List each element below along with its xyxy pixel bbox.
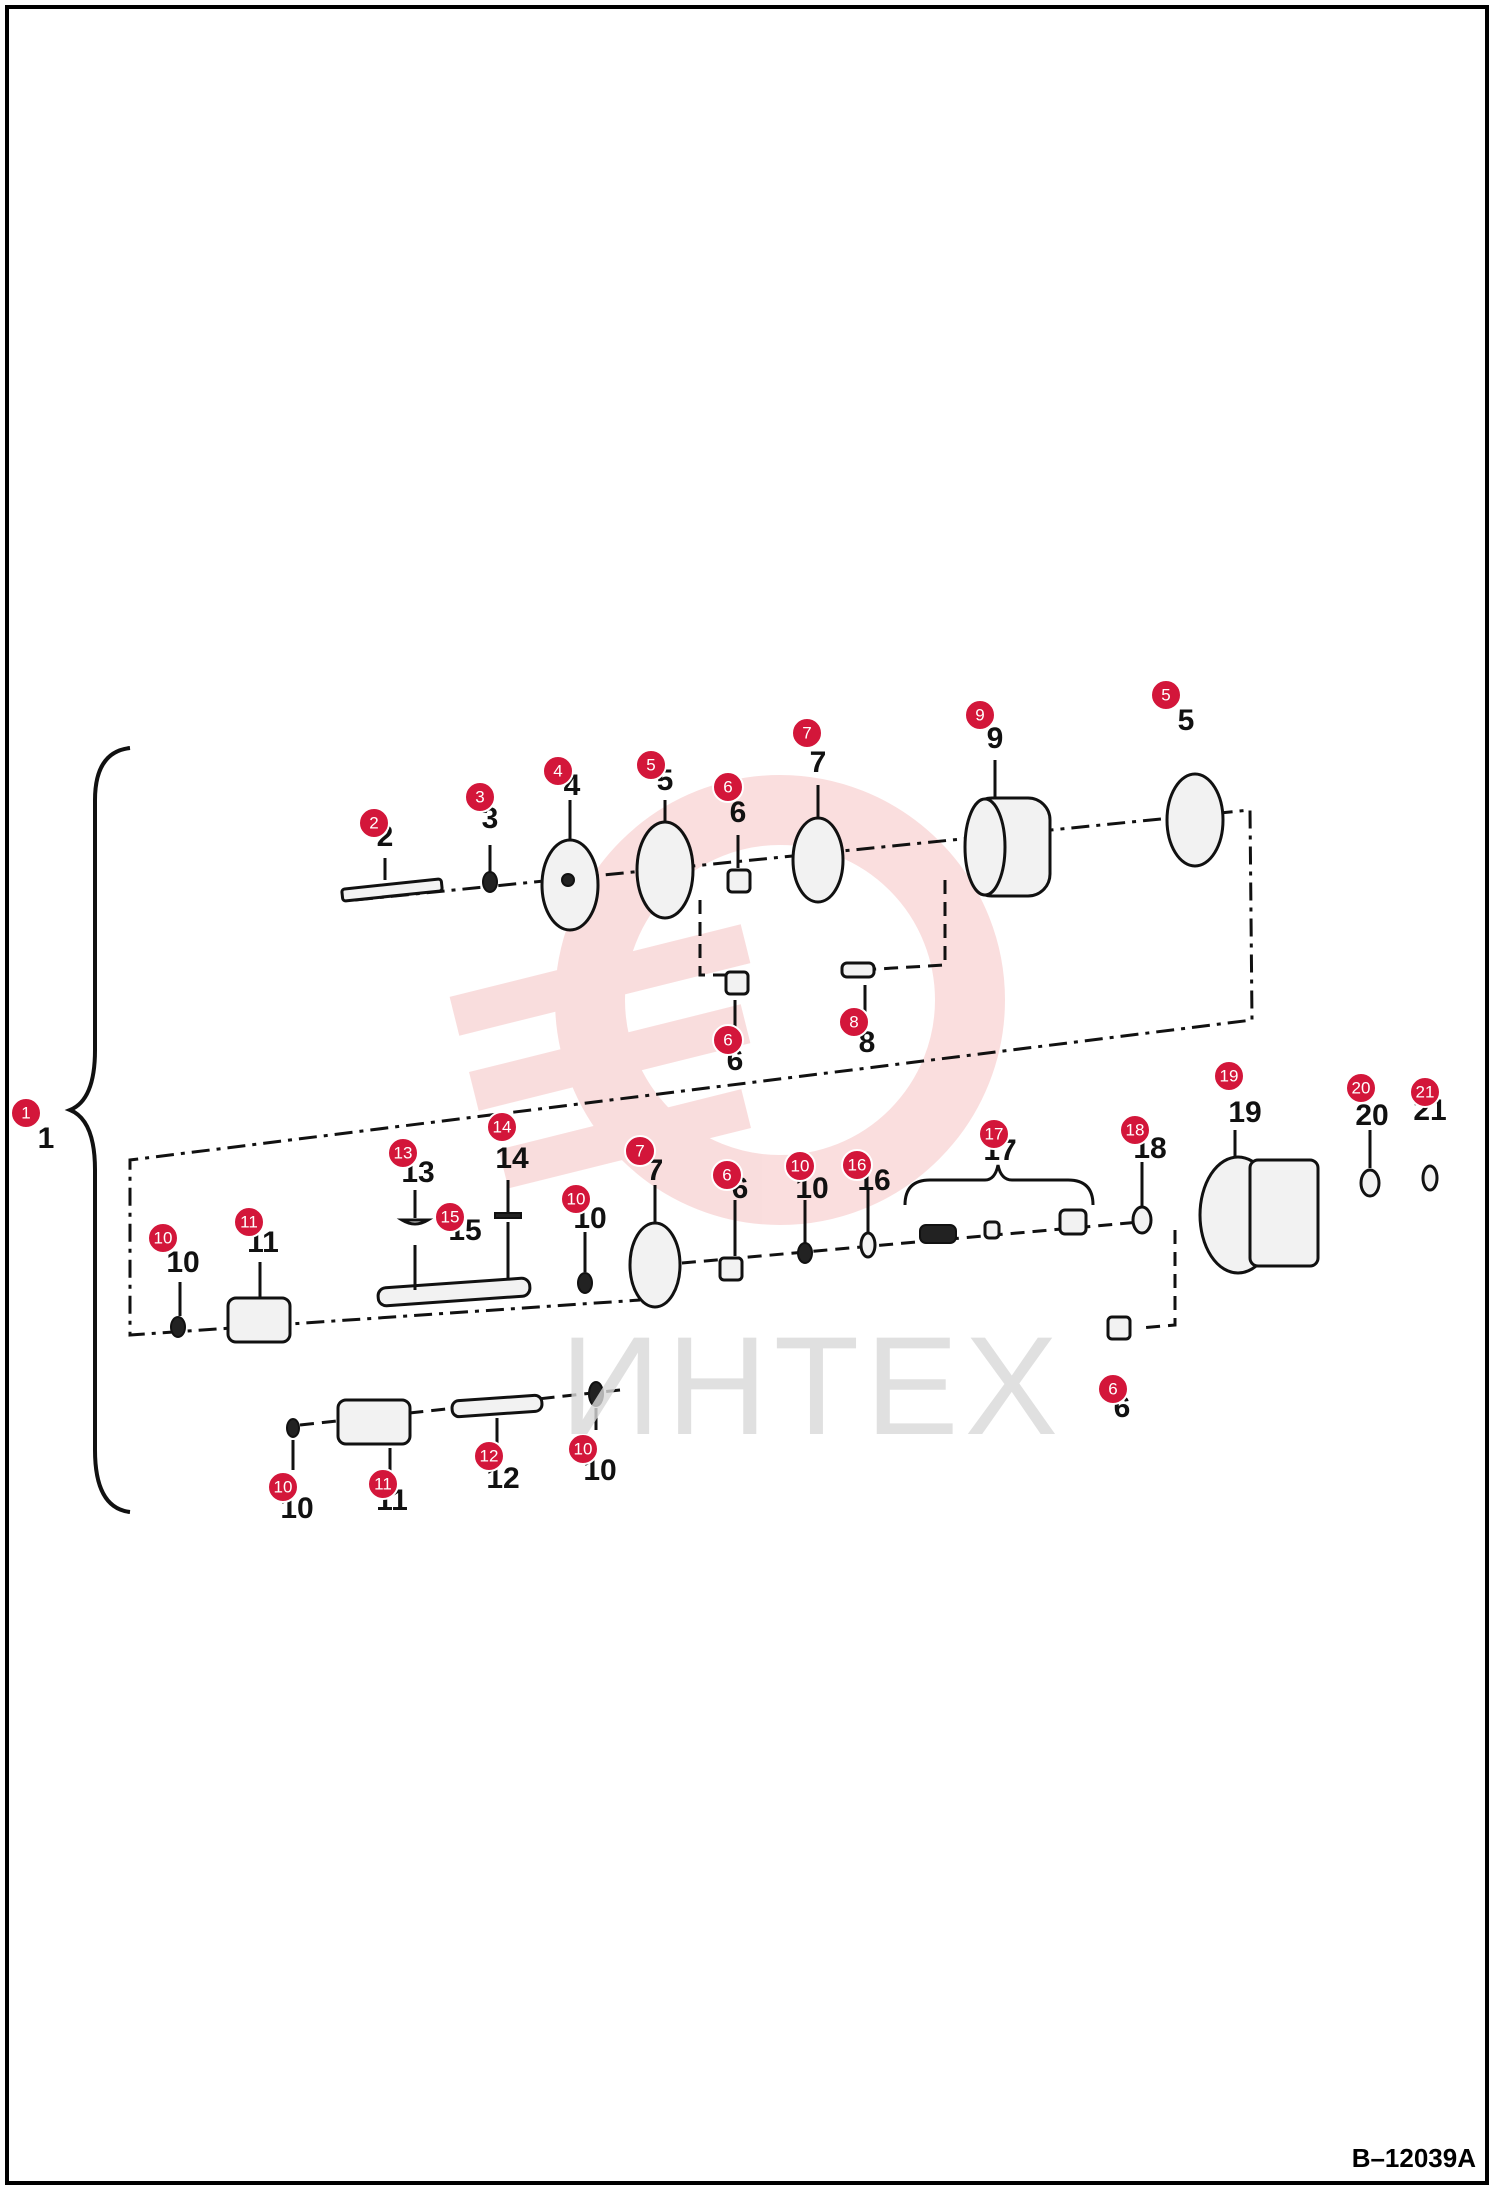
svg-text:7: 7 [635,1142,644,1161]
callout-1: 1 [10,1097,42,1129]
callout-18: 18 [1119,1114,1151,1146]
part-label-19: 19 [1228,1096,1261,1129]
part-label-10: 10 [166,1246,199,1279]
svg-text:18: 18 [1126,1121,1145,1140]
svg-text:1: 1 [21,1104,30,1123]
callout-14: 14 [486,1111,518,1143]
callout-6: 6 [711,1159,743,1191]
svg-text:9: 9 [975,706,984,725]
callout-2: 2 [358,807,390,839]
svg-text:21: 21 [1416,1083,1435,1102]
svg-text:20: 20 [1352,1079,1371,1098]
svg-text:19: 19 [1220,1067,1239,1086]
callout-11: 11 [367,1468,399,1500]
callout-6: 6 [712,771,744,803]
svg-text:6: 6 [723,778,732,797]
svg-text:15: 15 [441,1208,460,1227]
callout-10: 10 [147,1222,179,1254]
callout-10: 10 [567,1433,599,1465]
assembly-brace [64,746,131,1514]
svg-text:14: 14 [493,1118,512,1137]
leader-lines [178,760,1372,1478]
part-label-9: 9 [987,722,1004,755]
svg-text:5: 5 [1161,686,1170,705]
callout-16: 16 [841,1149,873,1181]
svg-text:4: 4 [553,762,562,781]
callout-3: 3 [464,781,496,813]
svg-text:10: 10 [567,1190,586,1209]
callout-20: 20 [1345,1072,1377,1104]
watermark-text: ИНТЕХ [560,1307,1065,1464]
callout-9: 9 [964,699,996,731]
watermark-logo [449,775,1005,1225]
callout-19: 19 [1213,1060,1245,1092]
callout-6: 6 [712,1024,744,1056]
callout-4: 4 [542,755,574,787]
svg-text:11: 11 [240,1213,258,1232]
svg-text:3: 3 [475,788,484,807]
svg-text:2: 2 [369,814,378,833]
svg-text:10: 10 [154,1229,173,1248]
callout-10: 10 [784,1150,816,1182]
callout-11: 11 [233,1206,265,1238]
callout-15: 15 [434,1201,466,1233]
part-label-20: 20 [1355,1099,1388,1132]
svg-text:6: 6 [1108,1380,1117,1399]
callout-10: 10 [560,1183,592,1215]
part-label-7: 7 [810,746,827,779]
callout-13: 13 [387,1137,419,1169]
svg-text:11: 11 [374,1475,392,1494]
svg-text:12: 12 [480,1447,499,1466]
part-label-6: 6 [730,796,747,829]
callout-7: 7 [624,1135,656,1167]
svg-text:10: 10 [574,1440,593,1459]
svg-text:10: 10 [274,1478,293,1497]
part-label-14: 14 [495,1142,529,1175]
callout-12: 12 [473,1440,505,1472]
callout-7: 7 [791,717,823,749]
svg-text:6: 6 [723,1031,732,1050]
svg-text:16: 16 [848,1156,867,1175]
callout-17: 17 [978,1118,1010,1150]
callout-6: 6 [1097,1373,1129,1405]
part-label-1: 1 [38,1122,55,1155]
callout-21: 21 [1409,1076,1441,1108]
svg-text:8: 8 [849,1013,858,1032]
callout-8: 8 [838,1006,870,1038]
callout-5: 5 [635,749,667,781]
callout-10: 10 [267,1471,299,1503]
drawing-frame [5,5,1489,2185]
svg-text:10: 10 [791,1157,810,1176]
callout-badges: 2 3 4 5 6 7 9 5 6 8 19 20 21 18 17 16 10 6 7 14 13 15 10 11 10 6 1… [147,679,1441,1503]
drawing-code: B–12039A [1351,2143,1476,2173]
svg-text:17: 17 [985,1125,1004,1144]
callout-5: 5 [1150,679,1182,711]
svg-text:6: 6 [722,1166,731,1185]
parts [170,772,1439,1446]
svg-text:5: 5 [646,756,655,775]
svg-text:7: 7 [802,724,811,743]
svg-text:13: 13 [394,1144,413,1163]
part-label-5: 5 [1178,704,1195,737]
